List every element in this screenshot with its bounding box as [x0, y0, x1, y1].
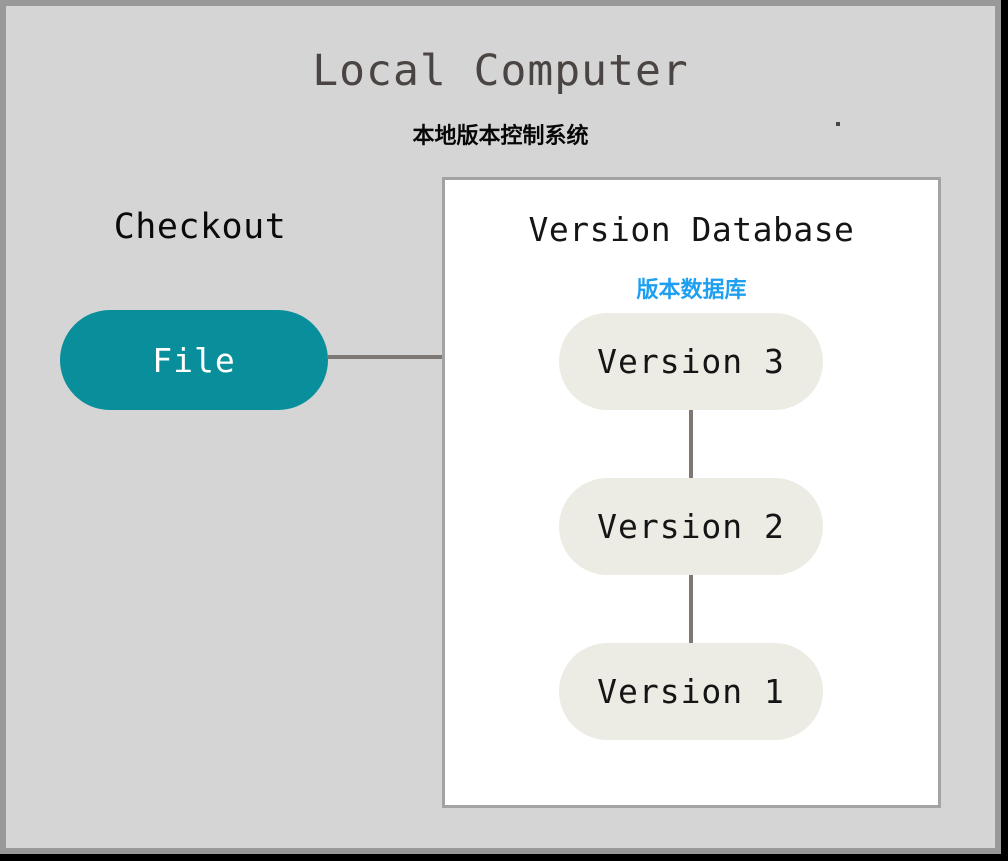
version-database-subtitle: 版本数据库: [636, 278, 747, 303]
checkout-label: Checkout: [113, 207, 287, 247]
file-node-label: File: [152, 340, 236, 380]
diagram-canvas: Local Computer 本地版本控制系统 Checkout File Ve…: [6, 6, 995, 848]
version-node-2-label: Version 2: [597, 507, 785, 546]
file-node[interactable]: File: [60, 310, 328, 410]
version-node-1[interactable]: Version 1: [559, 643, 823, 740]
version-database-title: Version Database: [528, 210, 855, 249]
version-node-3[interactable]: Version 3: [559, 313, 823, 410]
version2-to-version1-connector: [689, 575, 693, 643]
version3-to-version2-connector: [689, 410, 693, 478]
version-database-panel: Version Database 版本数据库 Version 3 Version…: [442, 177, 941, 808]
version-node-3-label: Version 3: [597, 342, 785, 381]
version-node-1-label: Version 1: [597, 672, 785, 711]
version-node-2[interactable]: Version 2: [559, 478, 823, 575]
page-title: Local Computer: [312, 46, 689, 96]
dot-artifact: [836, 122, 840, 126]
page-subtitle: 本地版本控制系统: [412, 124, 589, 149]
